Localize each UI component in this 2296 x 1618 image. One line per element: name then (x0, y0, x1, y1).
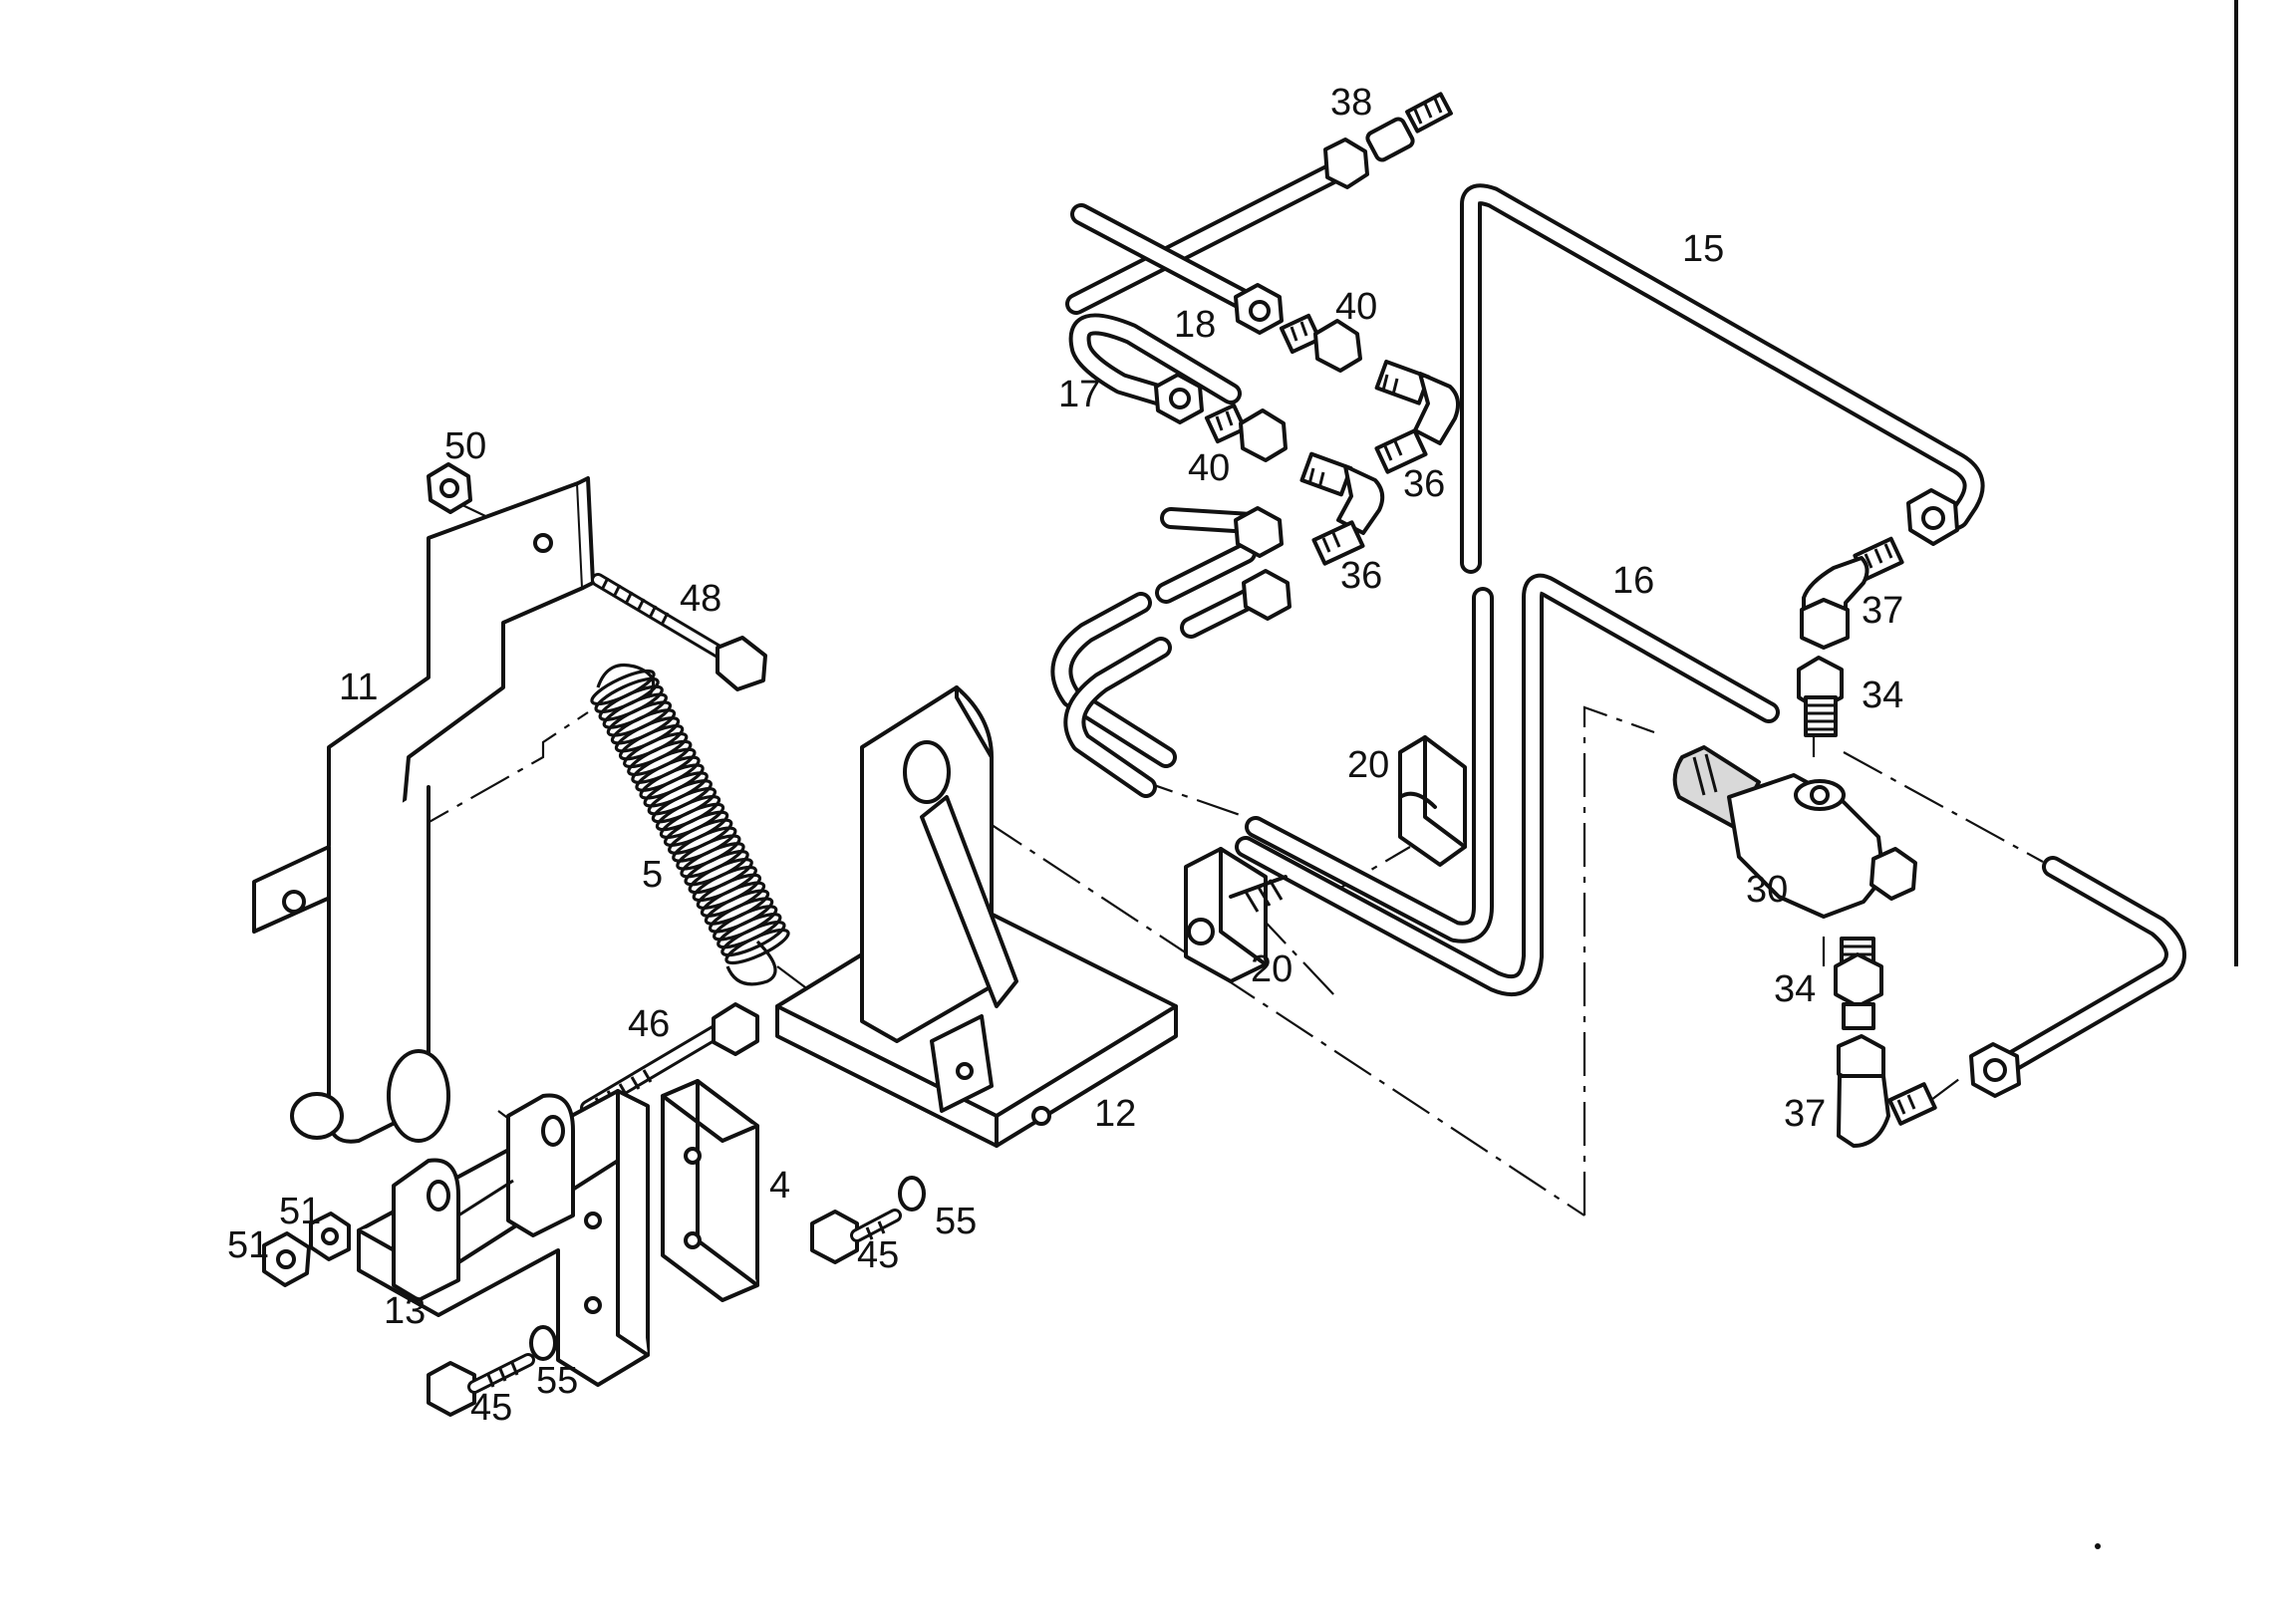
callout-55-center: 55 (935, 1201, 977, 1242)
fitting-38 (1323, 92, 1453, 189)
nut-lower-right-tube (1969, 1042, 2021, 1098)
spring-coil (720, 920, 786, 957)
bracket-12 (775, 685, 1178, 1148)
nut-18 (1234, 283, 1284, 335)
tube-lower-left (1050, 542, 1262, 798)
callout-46: 46 (628, 1003, 670, 1045)
callout-40-lower: 40 (1188, 447, 1230, 489)
elbow-36-lower (1299, 451, 1385, 566)
speck-mark (2095, 1543, 2101, 1549)
callout-11: 11 (339, 667, 378, 708)
washer-55-center (898, 1176, 926, 1212)
callout-45-center: 45 (857, 1234, 899, 1276)
callout-16: 16 (1612, 560, 1654, 602)
bracket-13 (357, 1089, 650, 1387)
callout-51-upper: 51 (279, 1191, 321, 1232)
bolt-48 (591, 573, 767, 691)
bolt-45-center (810, 1209, 902, 1264)
tube-18 (1070, 203, 1262, 315)
nut-51-inner (309, 1212, 351, 1261)
nut-50 (427, 462, 472, 514)
connector-40-lower (1204, 403, 1288, 462)
elbow-36-upper (1374, 359, 1461, 474)
callout-4: 4 (769, 1165, 790, 1207)
elbow-37-lower (1837, 1034, 1937, 1148)
callout-34-upper: 34 (1862, 674, 1903, 716)
callout-37-upper: 37 (1862, 590, 1903, 632)
callout-37-lower: 37 (1784, 1093, 1826, 1135)
clamp-20-lower (1184, 847, 1288, 983)
callout-20-upper: 20 (1347, 744, 1389, 786)
nipple-34-upper (1797, 656, 1844, 737)
callout-18: 18 (1174, 304, 1216, 346)
callout-labels: 38 15 18 40 17 40 36 36 50 48 16 37 34 1… (227, 82, 1903, 1429)
callout-38: 38 (1330, 82, 1372, 124)
callout-55-lower: 55 (536, 1360, 578, 1402)
tube-nuts-lower-left (1234, 506, 1292, 621)
nut-17 (1154, 373, 1204, 424)
callout-34-lower: 34 (1774, 968, 1816, 1010)
lever-11 (252, 476, 595, 1144)
callout-30: 30 (1746, 869, 1788, 911)
callout-40-upper: 40 (1335, 286, 1377, 328)
callout-36-upper: 36 (1403, 463, 1445, 505)
callout-20-lower: 20 (1251, 948, 1292, 990)
callout-17: 17 (1058, 374, 1100, 415)
plate-4 (661, 1079, 759, 1302)
nut-tube-15-end (1906, 488, 1959, 546)
spring-coil (724, 928, 790, 965)
elbow-37-upper (1800, 536, 1904, 650)
clamp-20-upper (1398, 735, 1467, 867)
nipple-34-lower (1834, 937, 1883, 1030)
callout-12: 12 (1094, 1093, 1136, 1135)
washer-55-lower-left (529, 1325, 557, 1361)
callout-15: 15 (1682, 228, 1724, 270)
callout-5: 5 (642, 854, 663, 896)
callout-45-lower: 45 (470, 1387, 512, 1429)
tee-body-30 (1672, 745, 1917, 919)
callout-13: 13 (384, 1290, 426, 1332)
tube-16 (1235, 573, 1780, 996)
callout-51-lower: 51 (227, 1224, 269, 1266)
tube-lower-right (2002, 856, 2186, 1072)
nut-51-outer (262, 1231, 311, 1287)
callout-48: 48 (680, 578, 721, 620)
callout-50: 50 (444, 425, 486, 467)
callout-36-lower: 36 (1340, 555, 1382, 597)
spring-5 (590, 663, 790, 986)
connector-40-upper (1279, 313, 1362, 373)
bolt-45-lower-left (427, 1353, 535, 1417)
